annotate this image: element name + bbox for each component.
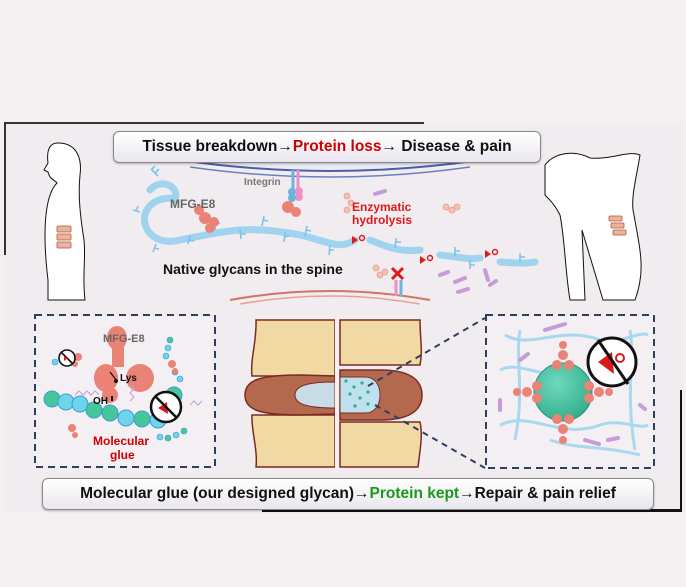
- scissors-icon: [352, 234, 499, 264]
- inset-molecular-glue: [34, 314, 216, 468]
- prohibited-scissors-small-icon: [58, 349, 76, 367]
- frame-line-right: [680, 390, 682, 512]
- degraded-protein-fragments: [343, 192, 461, 279]
- top-banner-part3: → Disease & pain: [381, 138, 512, 155]
- spine-disc-illustration: [244, 318, 423, 470]
- native-glycans-label: Native glycans in the spine: [163, 261, 343, 277]
- frame-line-top: [4, 122, 424, 124]
- frame-line-left: [4, 122, 6, 255]
- red-x-mark-icon: [390, 266, 405, 296]
- integrin-icon: [282, 170, 303, 217]
- bent-person-silhouette: [544, 152, 642, 301]
- integrin-label: Integrin: [244, 177, 281, 188]
- mfg-e8-protein-icon: [194, 205, 219, 233]
- frame-line-bottom: [262, 509, 682, 512]
- prohibited-scissors-icon: [149, 390, 183, 424]
- bottom-banner-part1: Molecular glue (our designed glycan)→: [80, 485, 370, 502]
- top-banner: Tissue breakdown→ Protein loss → Disease…: [113, 131, 541, 163]
- collagen-fragments: [373, 189, 498, 294]
- lys-label: Lys: [120, 373, 137, 384]
- hydrolysis-label: hydrolysis: [352, 213, 413, 227]
- glue-label: glue: [110, 448, 135, 462]
- oh-label: OH: [93, 396, 108, 407]
- top-banner-part1: Tissue breakdown→: [142, 138, 293, 155]
- native-glycan-chain: [132, 165, 539, 269]
- prohibited-scissors-large-icon: [586, 336, 638, 388]
- molecular-label: Molecular: [93, 434, 150, 448]
- bottom-banner-highlight: Protein kept: [369, 485, 460, 502]
- mfg-e8-inset-label: MFG-E8: [103, 333, 145, 345]
- bottom-banner: Molecular glue (our designed glycan)→ Pr…: [42, 478, 654, 510]
- healthy-person-silhouette: [43, 142, 86, 301]
- top-banner-highlight: Protein loss: [292, 138, 382, 155]
- enzymatic-label: Enzymatic: [352, 200, 412, 214]
- cell-membrane-bottom: [229, 290, 431, 305]
- bottom-banner-part3: →Repair & pain relief: [459, 485, 616, 502]
- mfg-e8-top-label: MFG-E8: [170, 197, 216, 211]
- zoom-indicator-lines: [367, 317, 486, 469]
- inset-protein-kept: [485, 314, 655, 469]
